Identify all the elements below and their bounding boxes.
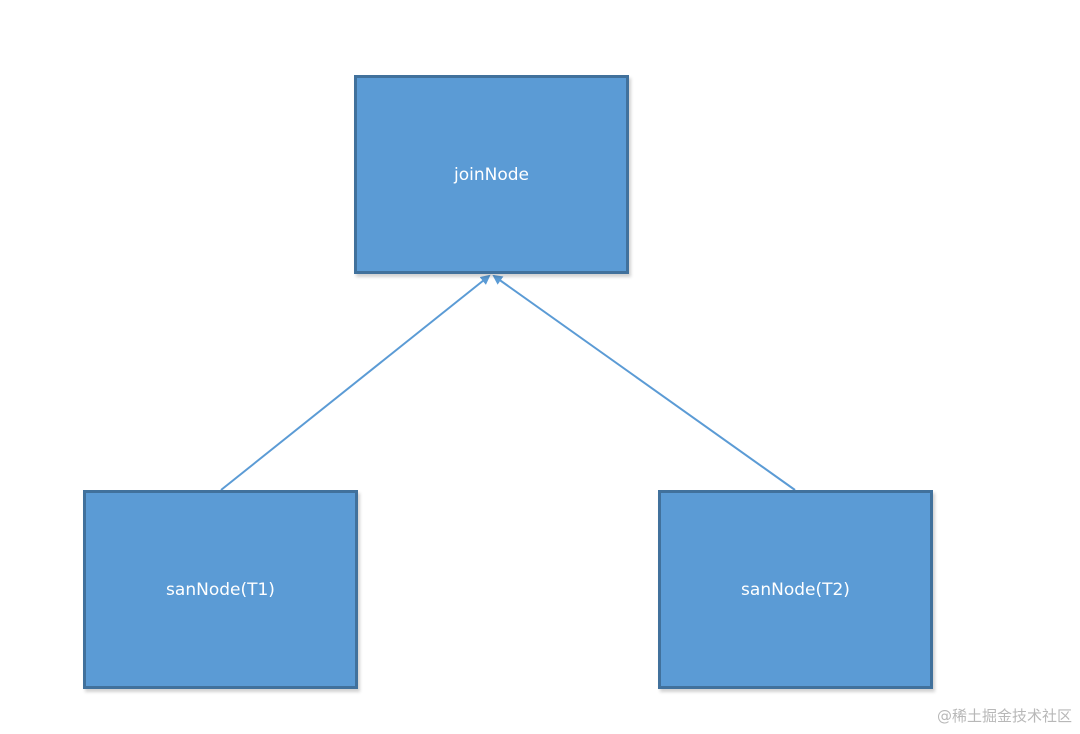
join-node-label: joinNode: [454, 164, 529, 185]
scan-node-t1[interactable]: sanNode(T1): [83, 490, 358, 689]
scan-node-t1-label: sanNode(T1): [166, 579, 275, 600]
edge-t2-to-join: [492, 274, 796, 491]
scan-node-t2[interactable]: sanNode(T2): [658, 490, 933, 689]
scan-node-t2-label: sanNode(T2): [741, 579, 850, 600]
watermark: @稀土掘金技术社区: [936, 707, 1072, 725]
join-node[interactable]: joinNode: [354, 75, 629, 274]
edge-t1-to-join: [220, 274, 491, 491]
